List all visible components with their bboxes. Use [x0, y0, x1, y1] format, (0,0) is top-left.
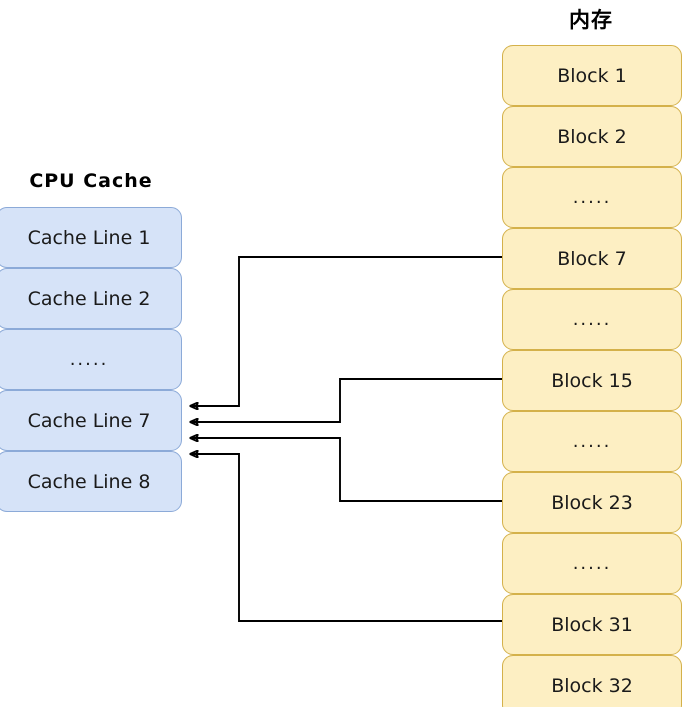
cache-line-label: .....: [69, 349, 109, 370]
memory-block-label: .....: [572, 431, 612, 452]
memory-block-label: .....: [572, 553, 612, 574]
cache-line-8: Cache Line 8: [0, 451, 182, 512]
memory-block-label: .....: [572, 309, 612, 330]
memory-block-label: Block 32: [551, 674, 633, 697]
cache-line-label: Cache Line 8: [27, 470, 151, 493]
memory-block-2: Block 2: [502, 106, 682, 167]
memory-block-ellipsis-3: .....: [502, 411, 682, 472]
memory-block-7: Block 7: [502, 228, 682, 289]
cache-line-label: Cache Line 1: [27, 226, 151, 249]
memory-block-label: Block 23: [551, 491, 633, 514]
connector-block23-to-cacheline7: [190, 438, 502, 502]
cache-line-label: Cache Line 7: [27, 409, 151, 432]
memory-block-label: Block 15: [551, 369, 633, 392]
cpu-cache-title: CPU Cache: [29, 170, 153, 192]
memory-block-label: Block 2: [557, 125, 627, 148]
memory-block-32: Block 32: [502, 655, 682, 707]
connector-block31-to-cacheline7: [190, 454, 502, 622]
cache-line-7: Cache Line 7: [0, 390, 182, 451]
connector-block15-to-cacheline7: [190, 378, 502, 422]
cache-line-ellipsis: .....: [0, 329, 182, 390]
cache-line-1: Cache Line 1: [0, 207, 182, 268]
memory-title: 内存: [569, 8, 613, 32]
memory-block-ellipsis-4: .....: [502, 533, 682, 594]
memory-block-ellipsis-2: .....: [502, 289, 682, 350]
memory-block-label: Block 31: [551, 613, 633, 636]
memory-block-15: Block 15: [502, 350, 682, 411]
memory-block-1: Block 1: [502, 45, 682, 106]
cache-line-label: Cache Line 2: [27, 287, 151, 310]
memory-block-31: Block 31: [502, 594, 682, 655]
memory-block-23: Block 23: [502, 472, 682, 533]
memory-block-ellipsis-1: .....: [502, 167, 682, 228]
memory-block-label: .....: [572, 187, 612, 208]
cache-line-2: Cache Line 2: [0, 268, 182, 329]
memory-block-label: Block 7: [557, 247, 627, 270]
memory-block-label: Block 1: [557, 64, 627, 87]
connector-block7-to-cacheline7: [190, 256, 502, 406]
